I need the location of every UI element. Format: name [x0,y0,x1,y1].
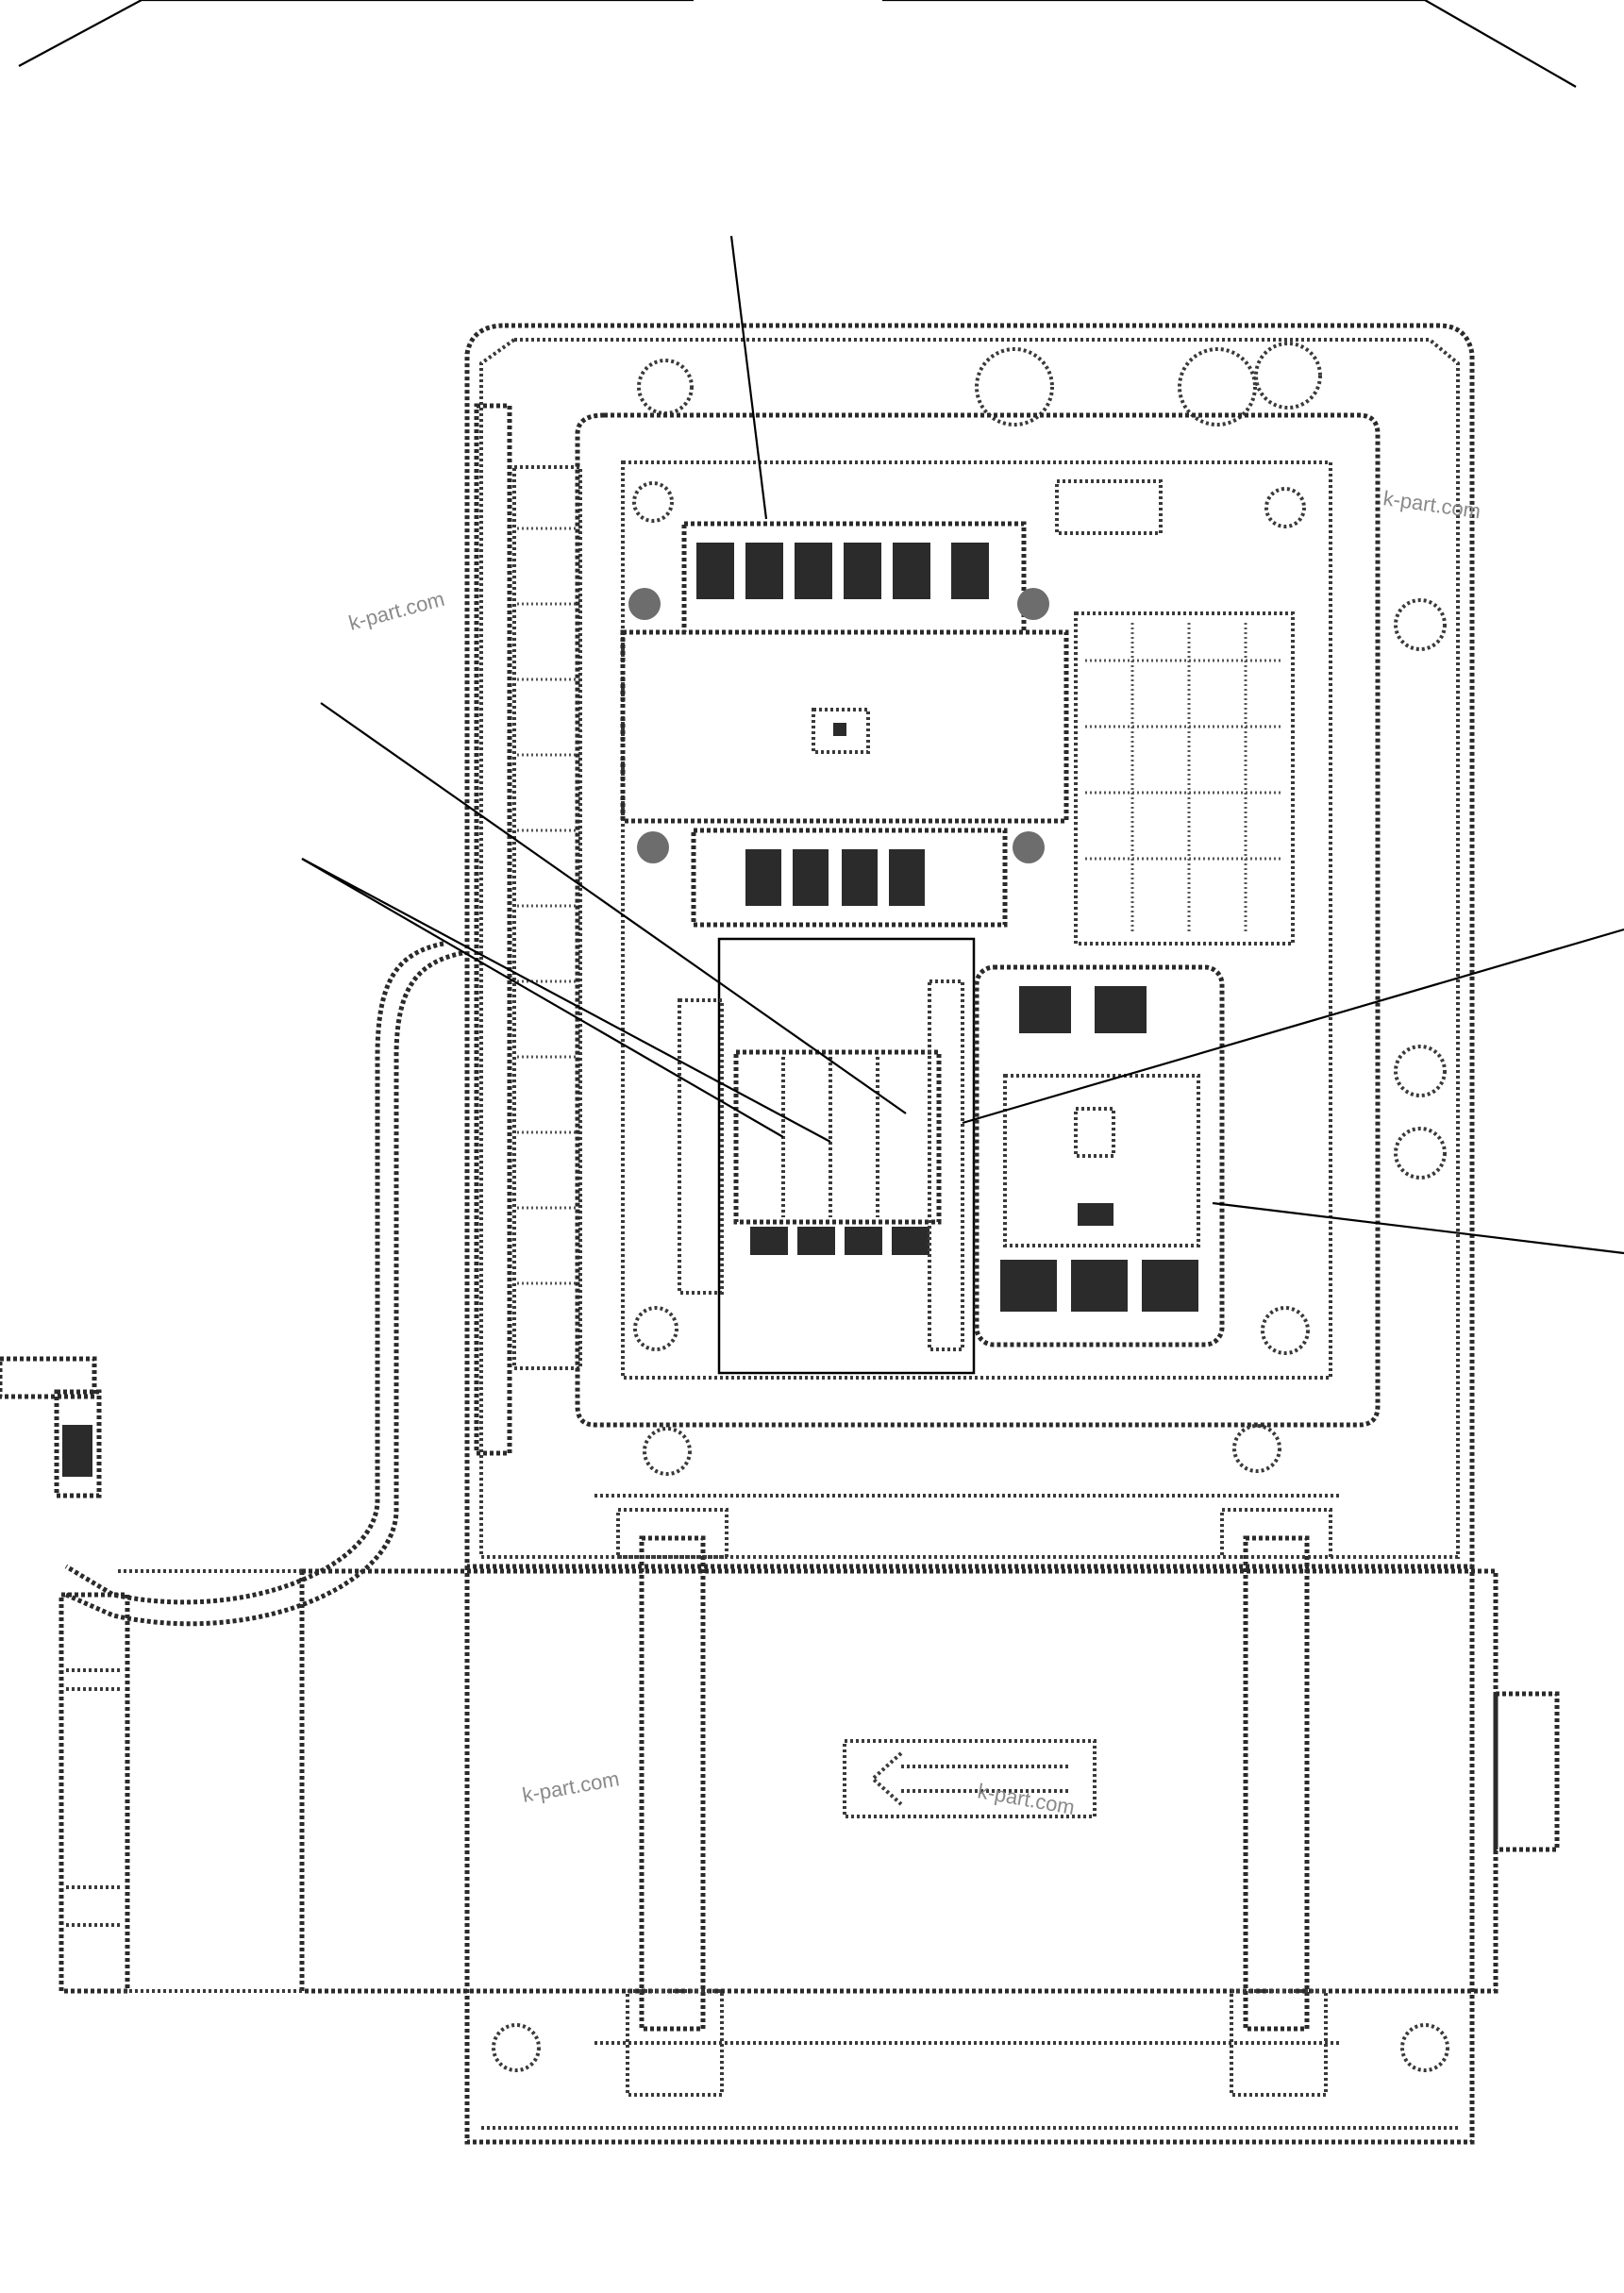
watermark: k-part.com [976,1779,1077,1819]
board-transformer [620,629,1069,824]
main-transformer [118,1568,1560,1994]
terminal-block-bottom [637,828,1045,928]
relay-bank [678,937,976,1375]
cable-harness [0,941,463,1994]
leader-relay-middle-1 [301,858,784,1138]
control-board [575,412,1381,1476]
leader-terminal-top [729,235,768,520]
watermark: k-part.com [346,587,447,635]
leader-relay-right [962,928,1624,1125]
top-bracket [18,0,1577,88]
terminal-block-top [628,521,1049,635]
leader-relay-left [320,702,907,1114]
leader-lines [301,235,1624,1255]
leader-relay-middle-2 [301,858,831,1143]
watermark: k-part.com [1381,486,1482,523]
leader-power-module [1212,1201,1624,1255]
component-area-right [1055,479,1295,946]
mounting-clamps [594,1494,1340,2097]
base-plate [464,323,1475,2145]
watermark: k-part.com [521,1766,622,1807]
left-terminal-strip [474,403,582,1456]
power-module [974,964,1225,1347]
